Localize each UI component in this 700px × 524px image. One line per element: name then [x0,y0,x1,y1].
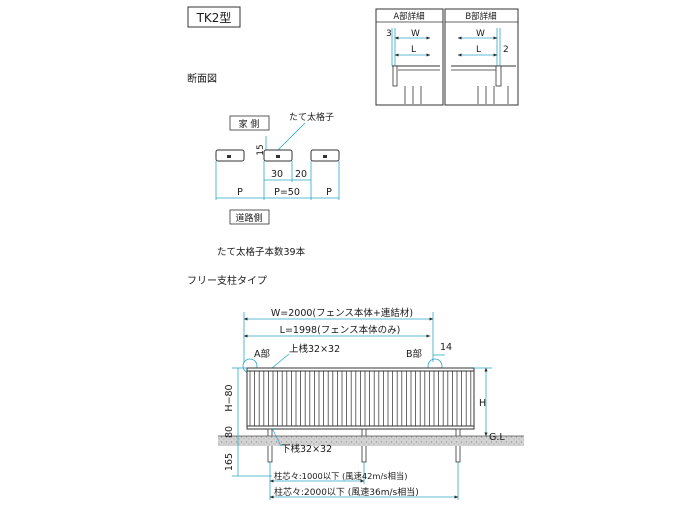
detail-a-title: A部詳細 [393,11,424,22]
detail-a-dim-w: W [411,29,420,39]
post-spacing-2: 柱芯々:2000以下 (風速36m/s相当) [274,486,419,498]
section-view: 断面図 家 側 たて太格子 15 30 20 P P=50 P 道路側 たて太格… [187,72,340,258]
detail-b: B部詳細 W L 2 [444,8,519,106]
elevation-title: フリー支柱タイプ [187,274,267,287]
gl-label: G.L [489,432,505,443]
detail-a-dim-3: 3 [386,29,392,39]
road-side-label: 道路側 [235,212,262,224]
house-side-label: 家 側 [239,118,260,130]
detail-a-dim-l: L [411,45,416,55]
b-part-label: B部 [406,348,422,360]
dim-14: 14 [440,342,452,353]
slat-label: たて太格子 [289,111,334,123]
dim-p-mid: P=50 [274,187,300,198]
dim-80: 80 [224,426,235,438]
dim-20: 20 [295,169,307,180]
dim-165: 165 [224,453,235,471]
dim-p-right: P [326,187,332,198]
post-spacing-1: 柱芯々:1000以下 (風速42m/s相当) [274,471,407,481]
model-title: TK2型 [196,11,232,25]
bottom-rail-label: 下桟32×32 [281,443,332,455]
dim-15: 15 [256,144,266,155]
detail-a: A部詳細 3 W L [375,8,444,106]
detail-b-dim-2: 2 [503,45,509,55]
l-label: L=1998(フェンス本体のみ) [280,324,401,336]
section-title: 断面図 [187,72,217,85]
title-box: TK2型 [187,6,241,28]
top-rail-label: 上桟32×32 [289,343,340,355]
dim-h80: H−80 [224,384,235,411]
w-label: W=2000(フェンス本体+連結材) [271,307,413,319]
dim-30: 30 [271,169,283,180]
slat-count: たて太格子本数39本 [217,246,306,258]
detail-b-dim-w: W [476,29,485,39]
detail-b-dim-l: L [476,45,481,55]
a-part-label: A部 [254,348,270,360]
dim-p-left: P [237,187,243,198]
fence-slats [249,371,472,426]
dim-h: H [479,398,486,409]
elevation-view: フリー支柱タイプ W=2000(フェンス本体+連結材) L=1998(フェンス本… [187,274,524,500]
detail-b-title: B部詳細 [465,11,496,22]
